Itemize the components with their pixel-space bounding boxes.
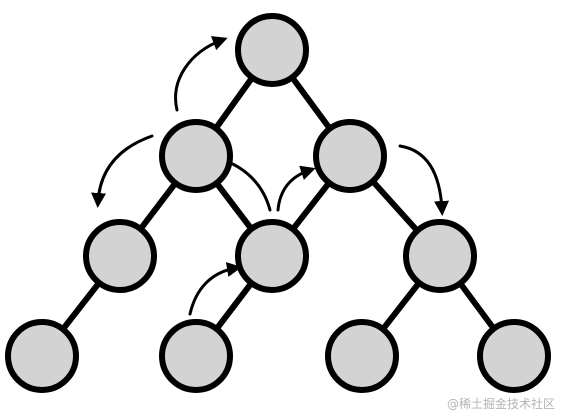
tree-node-n7 — [5, 319, 79, 393]
tree-node-n6 — [403, 219, 477, 293]
traversal-arrow-a6 — [188, 262, 242, 316]
traversal-arrow-a5 — [398, 144, 450, 216]
tree-node-n8 — [159, 319, 233, 393]
tree-node-n5 — [235, 219, 309, 293]
traversal-arrow-a1 — [174, 36, 228, 112]
traversal-arrow-a4 — [276, 165, 316, 212]
tree-node-n3 — [313, 119, 387, 193]
tree-node-n9 — [325, 319, 399, 393]
nodes-layer — [5, 13, 551, 393]
traversal-arrow-a2 — [91, 134, 154, 208]
tree-node-n10 — [477, 319, 551, 393]
watermark: @稀土掘金技术社区 — [446, 397, 555, 411]
tree-node-n4 — [83, 219, 157, 293]
tree-node-n2 — [159, 119, 233, 193]
tree-node-n1 — [235, 13, 309, 87]
